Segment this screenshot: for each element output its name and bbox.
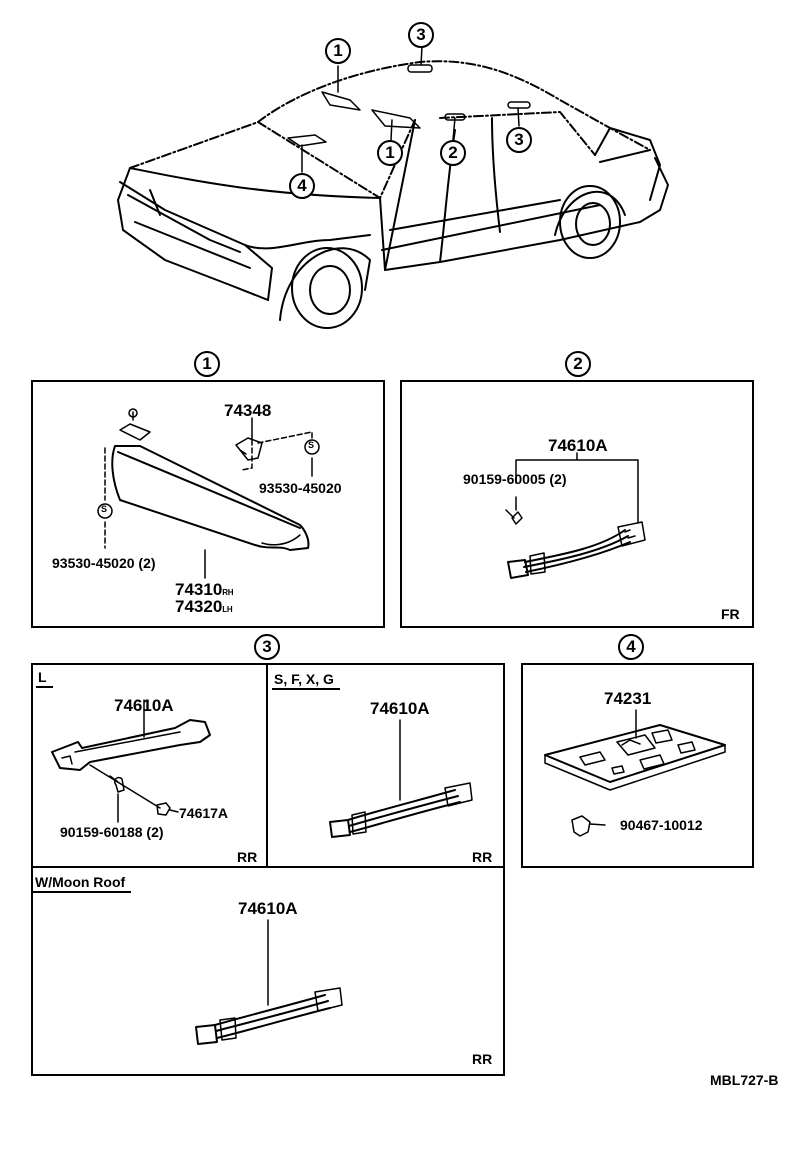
part-93530-45020-right: 93530-45020 xyxy=(259,480,342,496)
section-3-divider-vertical xyxy=(266,663,268,868)
section-1-panel xyxy=(31,380,385,628)
part-74610A-sfxg: 74610A xyxy=(370,699,430,718)
part-74320-tag: LH xyxy=(222,605,233,614)
section-3-panel xyxy=(31,663,505,1076)
part-90467-10012: 90467-10012 xyxy=(620,817,703,833)
callout-2: 2 xyxy=(440,140,466,166)
section-3-number: 3 xyxy=(254,634,280,660)
part-74310: 74310RH xyxy=(175,580,234,599)
part-74348: 74348 xyxy=(224,401,272,420)
section-2-number: 2 xyxy=(565,351,591,377)
part-93530-45020-left: 93530-45020 (2) xyxy=(52,555,156,571)
part-90159-60188: 90159-60188 (2) xyxy=(60,824,164,840)
callout-4: 4 xyxy=(289,173,315,199)
part-74320: 74320LH xyxy=(175,597,233,616)
part-74320-number: 74320 xyxy=(175,597,223,616)
panel-sfxg-header: S, F, X, G xyxy=(272,671,340,691)
s-mark-right: S xyxy=(308,440,315,450)
callout-1-upper: 1 xyxy=(325,38,351,64)
panel-l-header: L xyxy=(36,669,53,689)
part-74610A-moon: 74610A xyxy=(238,899,298,918)
section-1-number: 1 xyxy=(194,351,220,377)
s-mark-left: S xyxy=(101,504,108,514)
position-rr-l: RR xyxy=(237,849,258,865)
section-4-number: 4 xyxy=(618,634,644,660)
part-74610A-l: 74610A xyxy=(114,696,174,715)
position-rr-sfxg: RR xyxy=(472,849,493,865)
callout-3-rear: 3 xyxy=(506,127,532,153)
part-90159-60005: 90159-60005 (2) xyxy=(463,471,567,487)
part-74231: 74231 xyxy=(604,689,652,708)
part-74310-tag: RH xyxy=(222,588,234,597)
position-rr-moon: RR xyxy=(472,1051,493,1067)
section-3-divider-horizontal xyxy=(31,866,505,868)
diagram-code: MBL727-B xyxy=(710,1072,779,1088)
callout-3-top: 3 xyxy=(408,22,434,48)
section-2-panel xyxy=(400,380,754,628)
part-74617A: 74617A xyxy=(179,805,229,821)
part-74310-number: 74310 xyxy=(175,580,223,599)
part-74610A-front: 74610A xyxy=(548,436,608,455)
section-4-panel xyxy=(521,663,754,868)
position-fr: FR xyxy=(721,606,740,622)
callout-1-lower: 1 xyxy=(377,140,403,166)
panel-moon-header: W/Moon Roof xyxy=(33,874,132,894)
